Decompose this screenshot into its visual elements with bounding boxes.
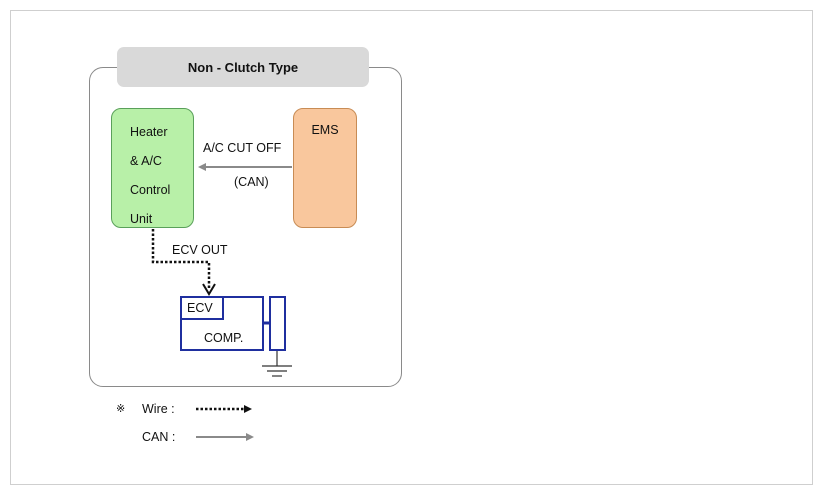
ecv-out-wire — [151, 229, 211, 290]
ecv-label: ECV — [187, 301, 213, 315]
ems-unit: EMS — [293, 108, 357, 228]
heater-label-line-3: Control — [130, 183, 171, 197]
heater-ac-control-unit: Heater & A/C Control Unit — [111, 108, 194, 228]
panel-title: Non - Clutch Type — [117, 47, 369, 87]
legend-can-label: CAN : — [142, 430, 176, 444]
ecv-out-arrow-head — [202, 283, 216, 296]
compressor-pulley — [269, 296, 286, 351]
heater-label-line-2: & A/C — [130, 154, 162, 168]
heater-label-line-4: Unit — [130, 212, 153, 226]
diagram-frame — [10, 10, 813, 485]
heater-label-line-1: Heater — [130, 125, 168, 139]
ecv-box: ECV — [180, 296, 224, 320]
legend-wire-label: Wire : — [142, 402, 175, 416]
signal-protocol-label: (CAN) — [234, 175, 269, 189]
ems-label: EMS — [311, 123, 339, 137]
legend-marker: ※ — [116, 403, 126, 415]
signal-label: A/C CUT OFF — [203, 141, 282, 155]
ecv-out-label: ECV OUT — [172, 243, 228, 257]
comp-label: COMP. — [204, 331, 244, 345]
